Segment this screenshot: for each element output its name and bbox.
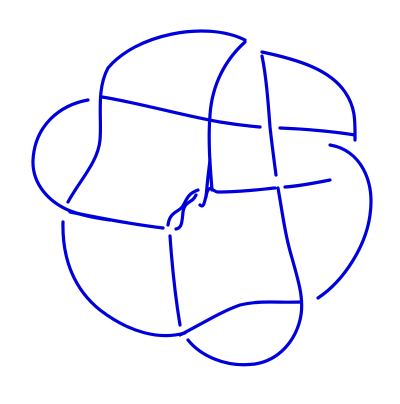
knot-strand-upper-band-right (278, 126, 357, 137)
knot-strand-bottom-wave (178, 300, 302, 337)
knot-strand-right-vertical (260, 54, 278, 177)
knot-strand-left-lobe (31, 98, 112, 222)
knot-strand-center-left-wave (166, 188, 200, 227)
knot-strand-right-inner-arc (207, 40, 247, 192)
knot-strand-right-lobe (316, 143, 373, 300)
knot-strand-center-right-wave (174, 193, 198, 231)
knot-strand-middle-left-band (68, 210, 165, 230)
knot-strand-lower-right-descent (186, 186, 304, 367)
knot-strand-upper-band (100, 95, 262, 129)
knot-strand-top-right-arch (260, 50, 357, 142)
knot-strand-bottom-left-lobe (61, 220, 187, 338)
knot-strand-center-upper-link (204, 158, 212, 199)
knot-strand-center-vertical (168, 234, 182, 327)
knot-strand-top-left-arch (66, 29, 247, 204)
knot-strand-right-band (283, 178, 332, 189)
